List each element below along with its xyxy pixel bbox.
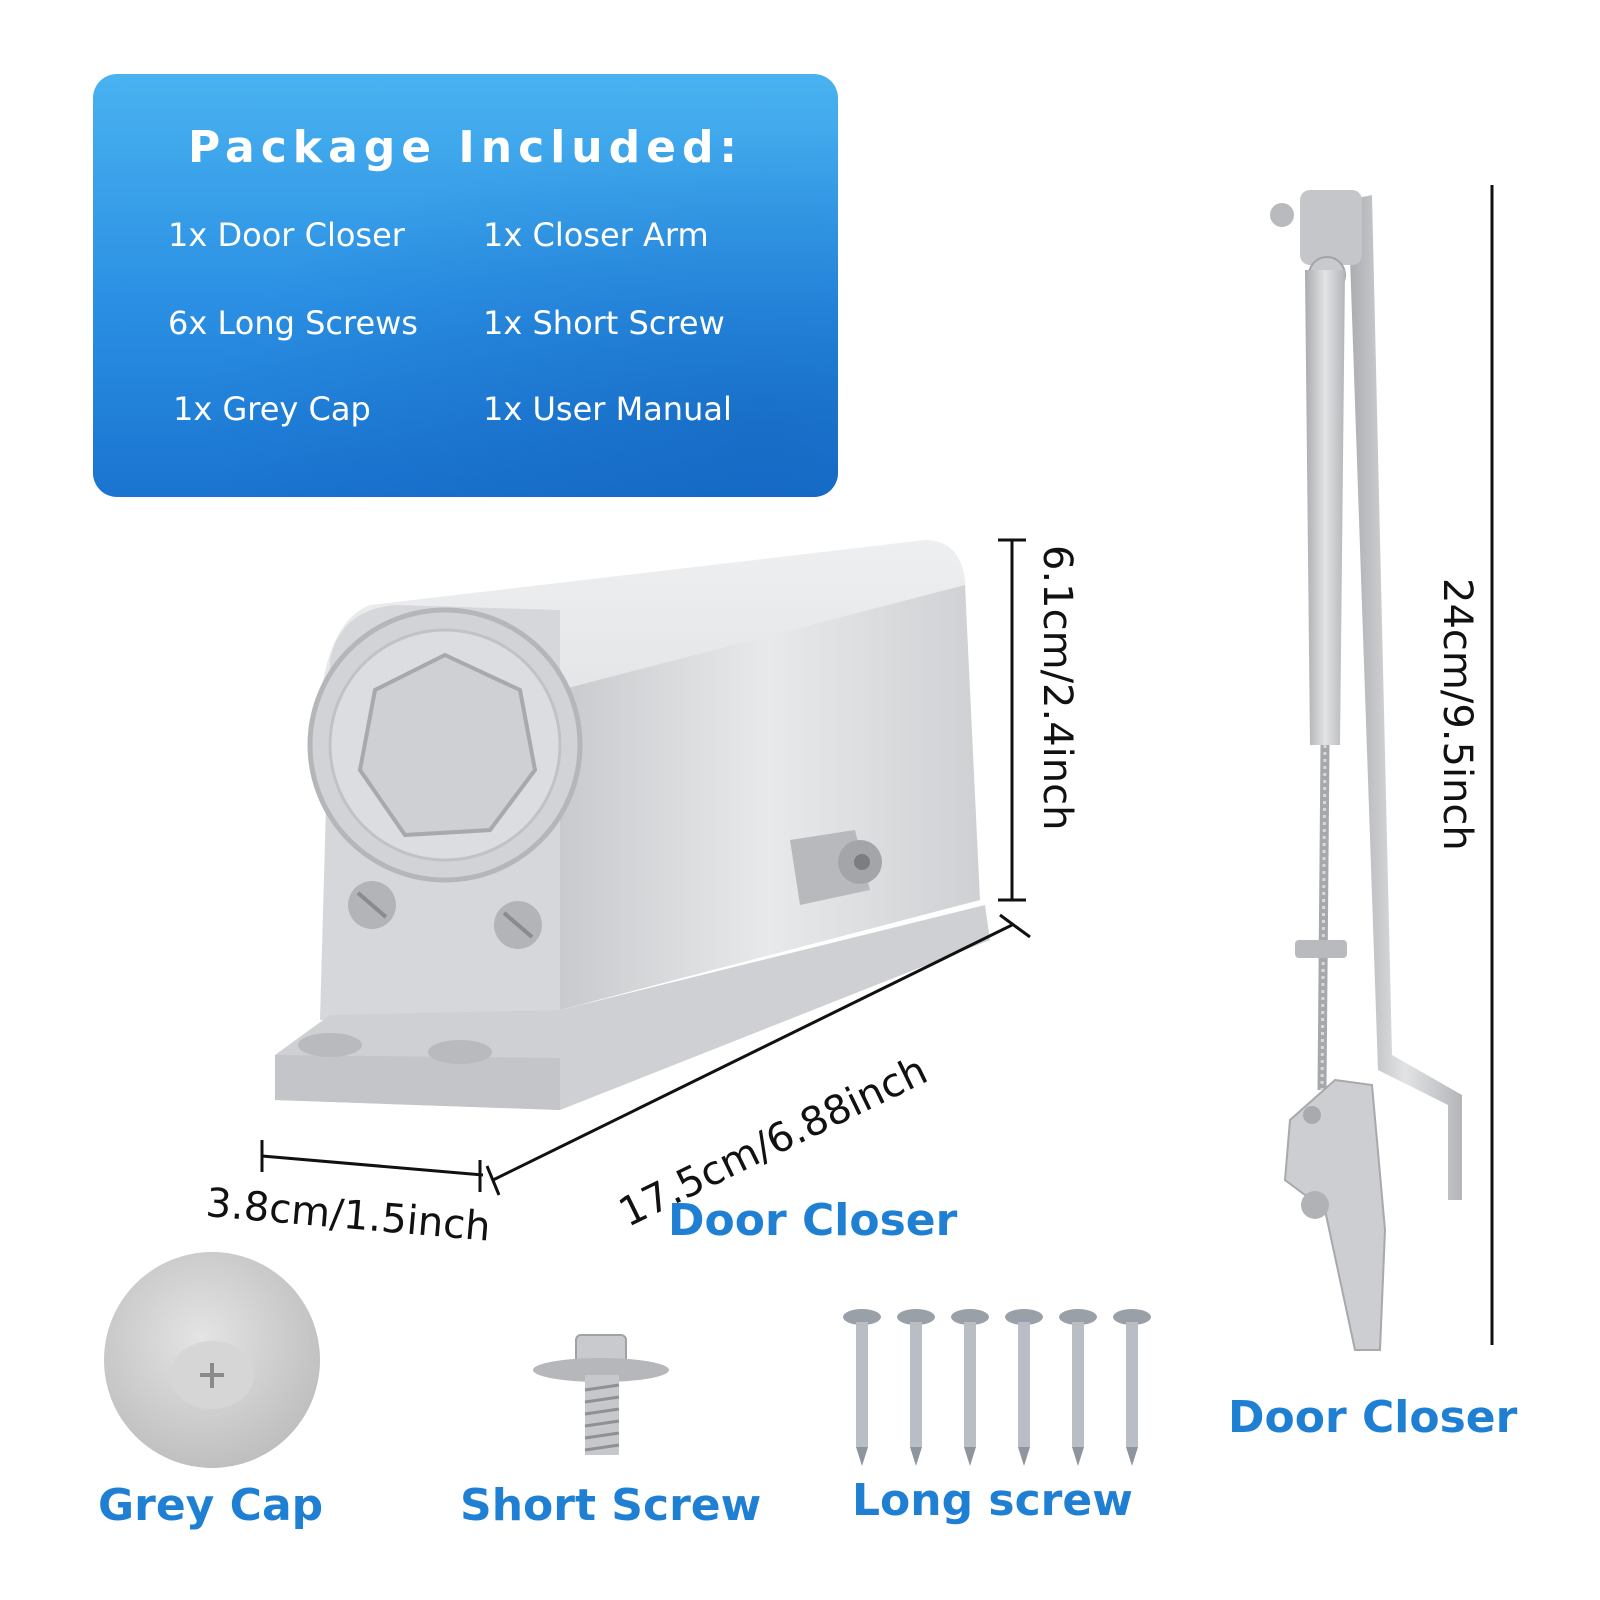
dimension-height: 6.1cm/2.4inch xyxy=(1034,545,1080,831)
package-item-grey-cap: 1x Grey Cap xyxy=(173,390,371,428)
long-screw-4 xyxy=(1005,1309,1043,1466)
package-included-panel: Package Included: 1x Door Closer 1x Clos… xyxy=(93,74,838,497)
dimension-lines-body xyxy=(260,538,1031,1196)
short-screw-image xyxy=(533,1334,669,1455)
package-item-closer-arm: 1x Closer Arm xyxy=(483,216,709,254)
package-item-user-manual: 1x User Manual xyxy=(483,390,732,428)
long-screw-3 xyxy=(951,1309,989,1466)
label-door-closer-arm: Door Closer xyxy=(1228,1392,1518,1443)
door-closer-body-image xyxy=(275,540,990,1110)
long-screw-6 xyxy=(1113,1309,1151,1466)
label-door-closer-body: Door Closer xyxy=(668,1195,958,1246)
long-screw-5 xyxy=(1059,1309,1097,1466)
package-title: Package Included: xyxy=(187,122,744,173)
dimension-arm-length: 24cm/9.5inch xyxy=(1434,578,1480,851)
label-grey-cap: Grey Cap xyxy=(98,1480,324,1531)
grey-cap-image xyxy=(104,1252,320,1468)
label-short-screw: Short Screw xyxy=(460,1480,762,1531)
long-screw-1 xyxy=(843,1309,881,1466)
long-screws-image xyxy=(843,1309,1151,1466)
package-item-long-screws: 6x Long Screws xyxy=(168,304,418,342)
long-screw-2 xyxy=(897,1309,935,1466)
closer-arm-image xyxy=(1270,190,1462,1351)
package-item-door-closer: 1x Door Closer xyxy=(168,216,405,254)
package-item-short-screw: 1x Short Screw xyxy=(483,304,725,342)
label-long-screw: Long screw xyxy=(852,1475,1133,1526)
